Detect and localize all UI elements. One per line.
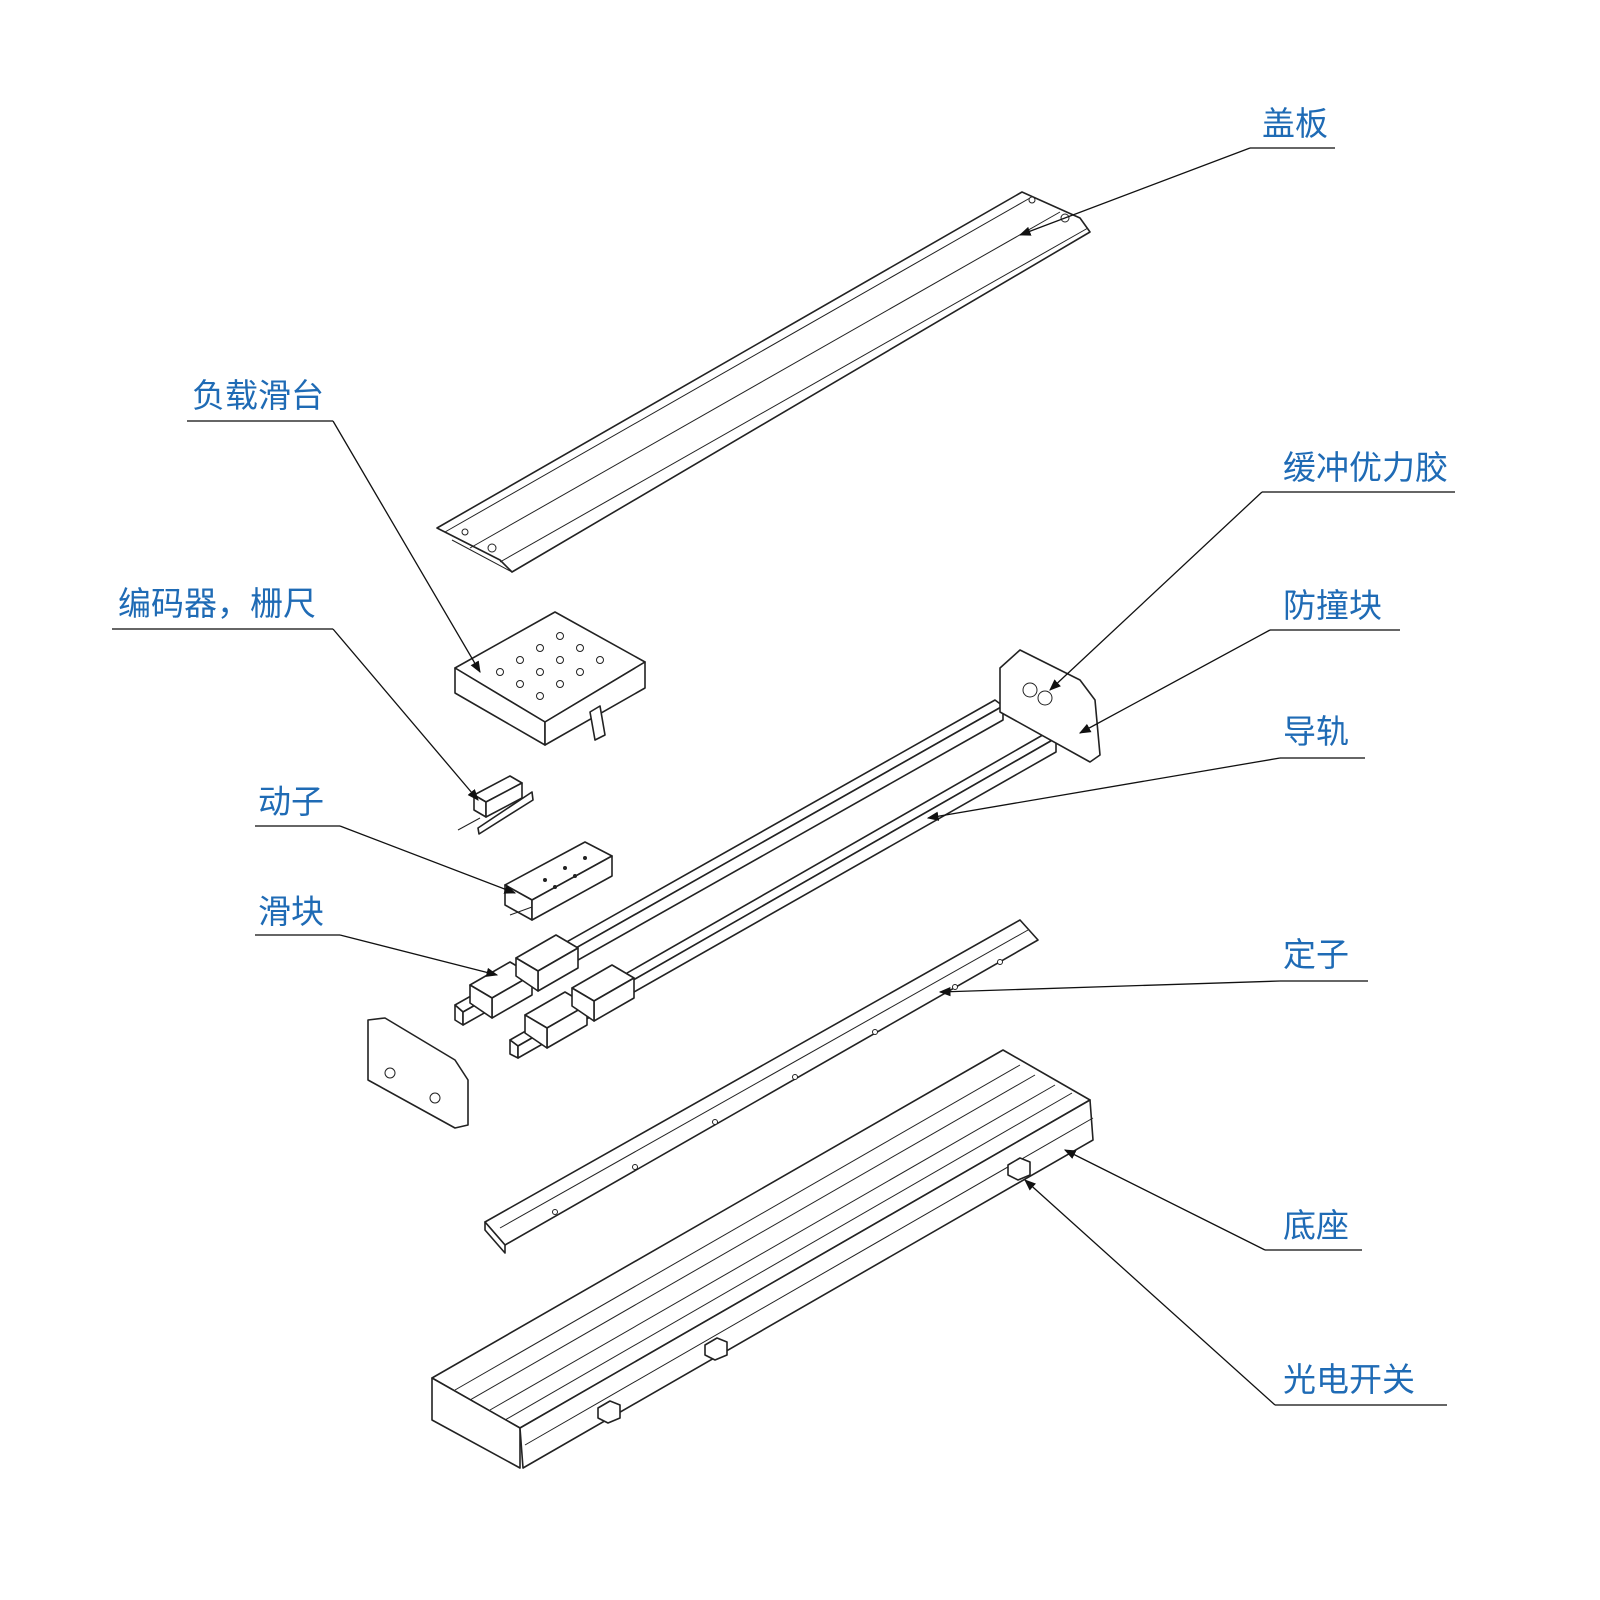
label-guide-rail: 导轨 <box>1283 712 1349 751</box>
base-part <box>431 1049 1094 1469</box>
end-plate-part <box>367 649 1101 1129</box>
label-buffer: 缓冲优力胶 <box>1283 448 1448 487</box>
label-mover: 动子 <box>258 782 324 821</box>
label-encoder: 编码器，栅尺 <box>118 584 316 623</box>
cover-plate-part <box>436 191 1091 573</box>
label-stator: 定子 <box>1283 935 1349 974</box>
guide-rails-part <box>454 699 1057 1059</box>
load-table-part <box>454 611 646 746</box>
mover-part <box>504 841 613 921</box>
label-slider: 滑块 <box>258 892 324 931</box>
leader-lines <box>112 147 1455 1406</box>
label-cover: 盖板 <box>1262 104 1328 143</box>
label-bumper: 防撞块 <box>1283 586 1382 625</box>
label-base: 底座 <box>1283 1206 1349 1245</box>
encoder-part <box>457 775 534 835</box>
stator-part <box>484 919 1039 1254</box>
label-load-table: 负载滑台 <box>192 376 324 415</box>
label-photo-switch: 光电开关 <box>1283 1360 1415 1399</box>
